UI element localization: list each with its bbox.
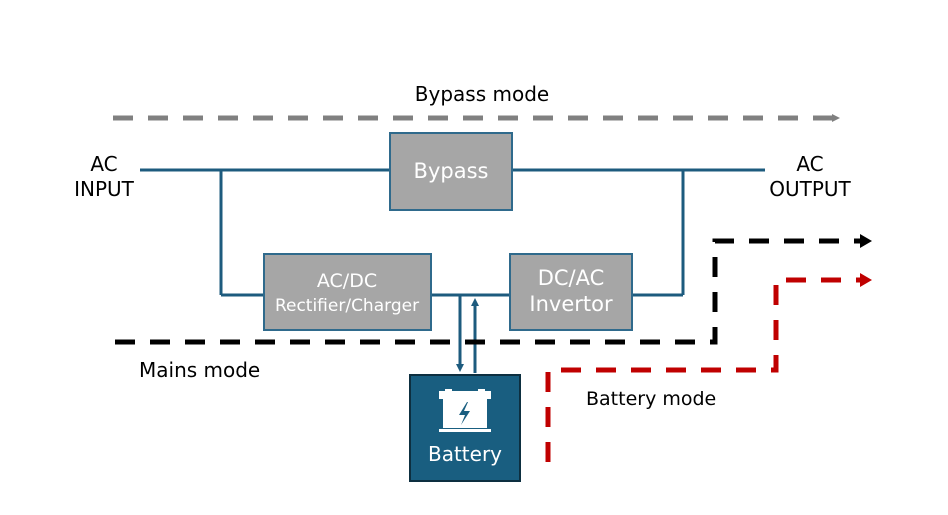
ac-input-label-2: INPUT [74, 177, 135, 201]
inverter-block: DC/AC Invertor [509, 253, 633, 331]
wiring [140, 168, 765, 373]
ac-input-label: AC [90, 152, 117, 176]
battery-block: Battery [409, 374, 521, 482]
svg-text:AC/DC: AC/DC [317, 270, 377, 292]
svg-text:Invertor: Invertor [529, 292, 613, 316]
mains-mode-path [115, 234, 872, 345]
battery-mode-path [545, 273, 872, 462]
rectifier-charger-block: AC/DC Rectifier/Charger [263, 253, 432, 331]
mains-mode-label: Mains mode [139, 358, 260, 382]
svg-text:DC/AC: DC/AC [538, 266, 605, 290]
svg-text:Bypass: Bypass [414, 159, 489, 183]
bypass-mode-label: Bypass mode [415, 82, 549, 106]
bypass-block: Bypass [389, 132, 513, 211]
svg-text:Battery: Battery [428, 442, 502, 466]
ac-output-label: AC [796, 152, 823, 176]
battery-charge-icon [439, 389, 491, 432]
battery-mode-label: Battery mode [586, 388, 716, 410]
ac-output-label-2: OUTPUT [769, 177, 851, 201]
svg-text:Rectifier/Charger: Rectifier/Charger [275, 296, 419, 316]
